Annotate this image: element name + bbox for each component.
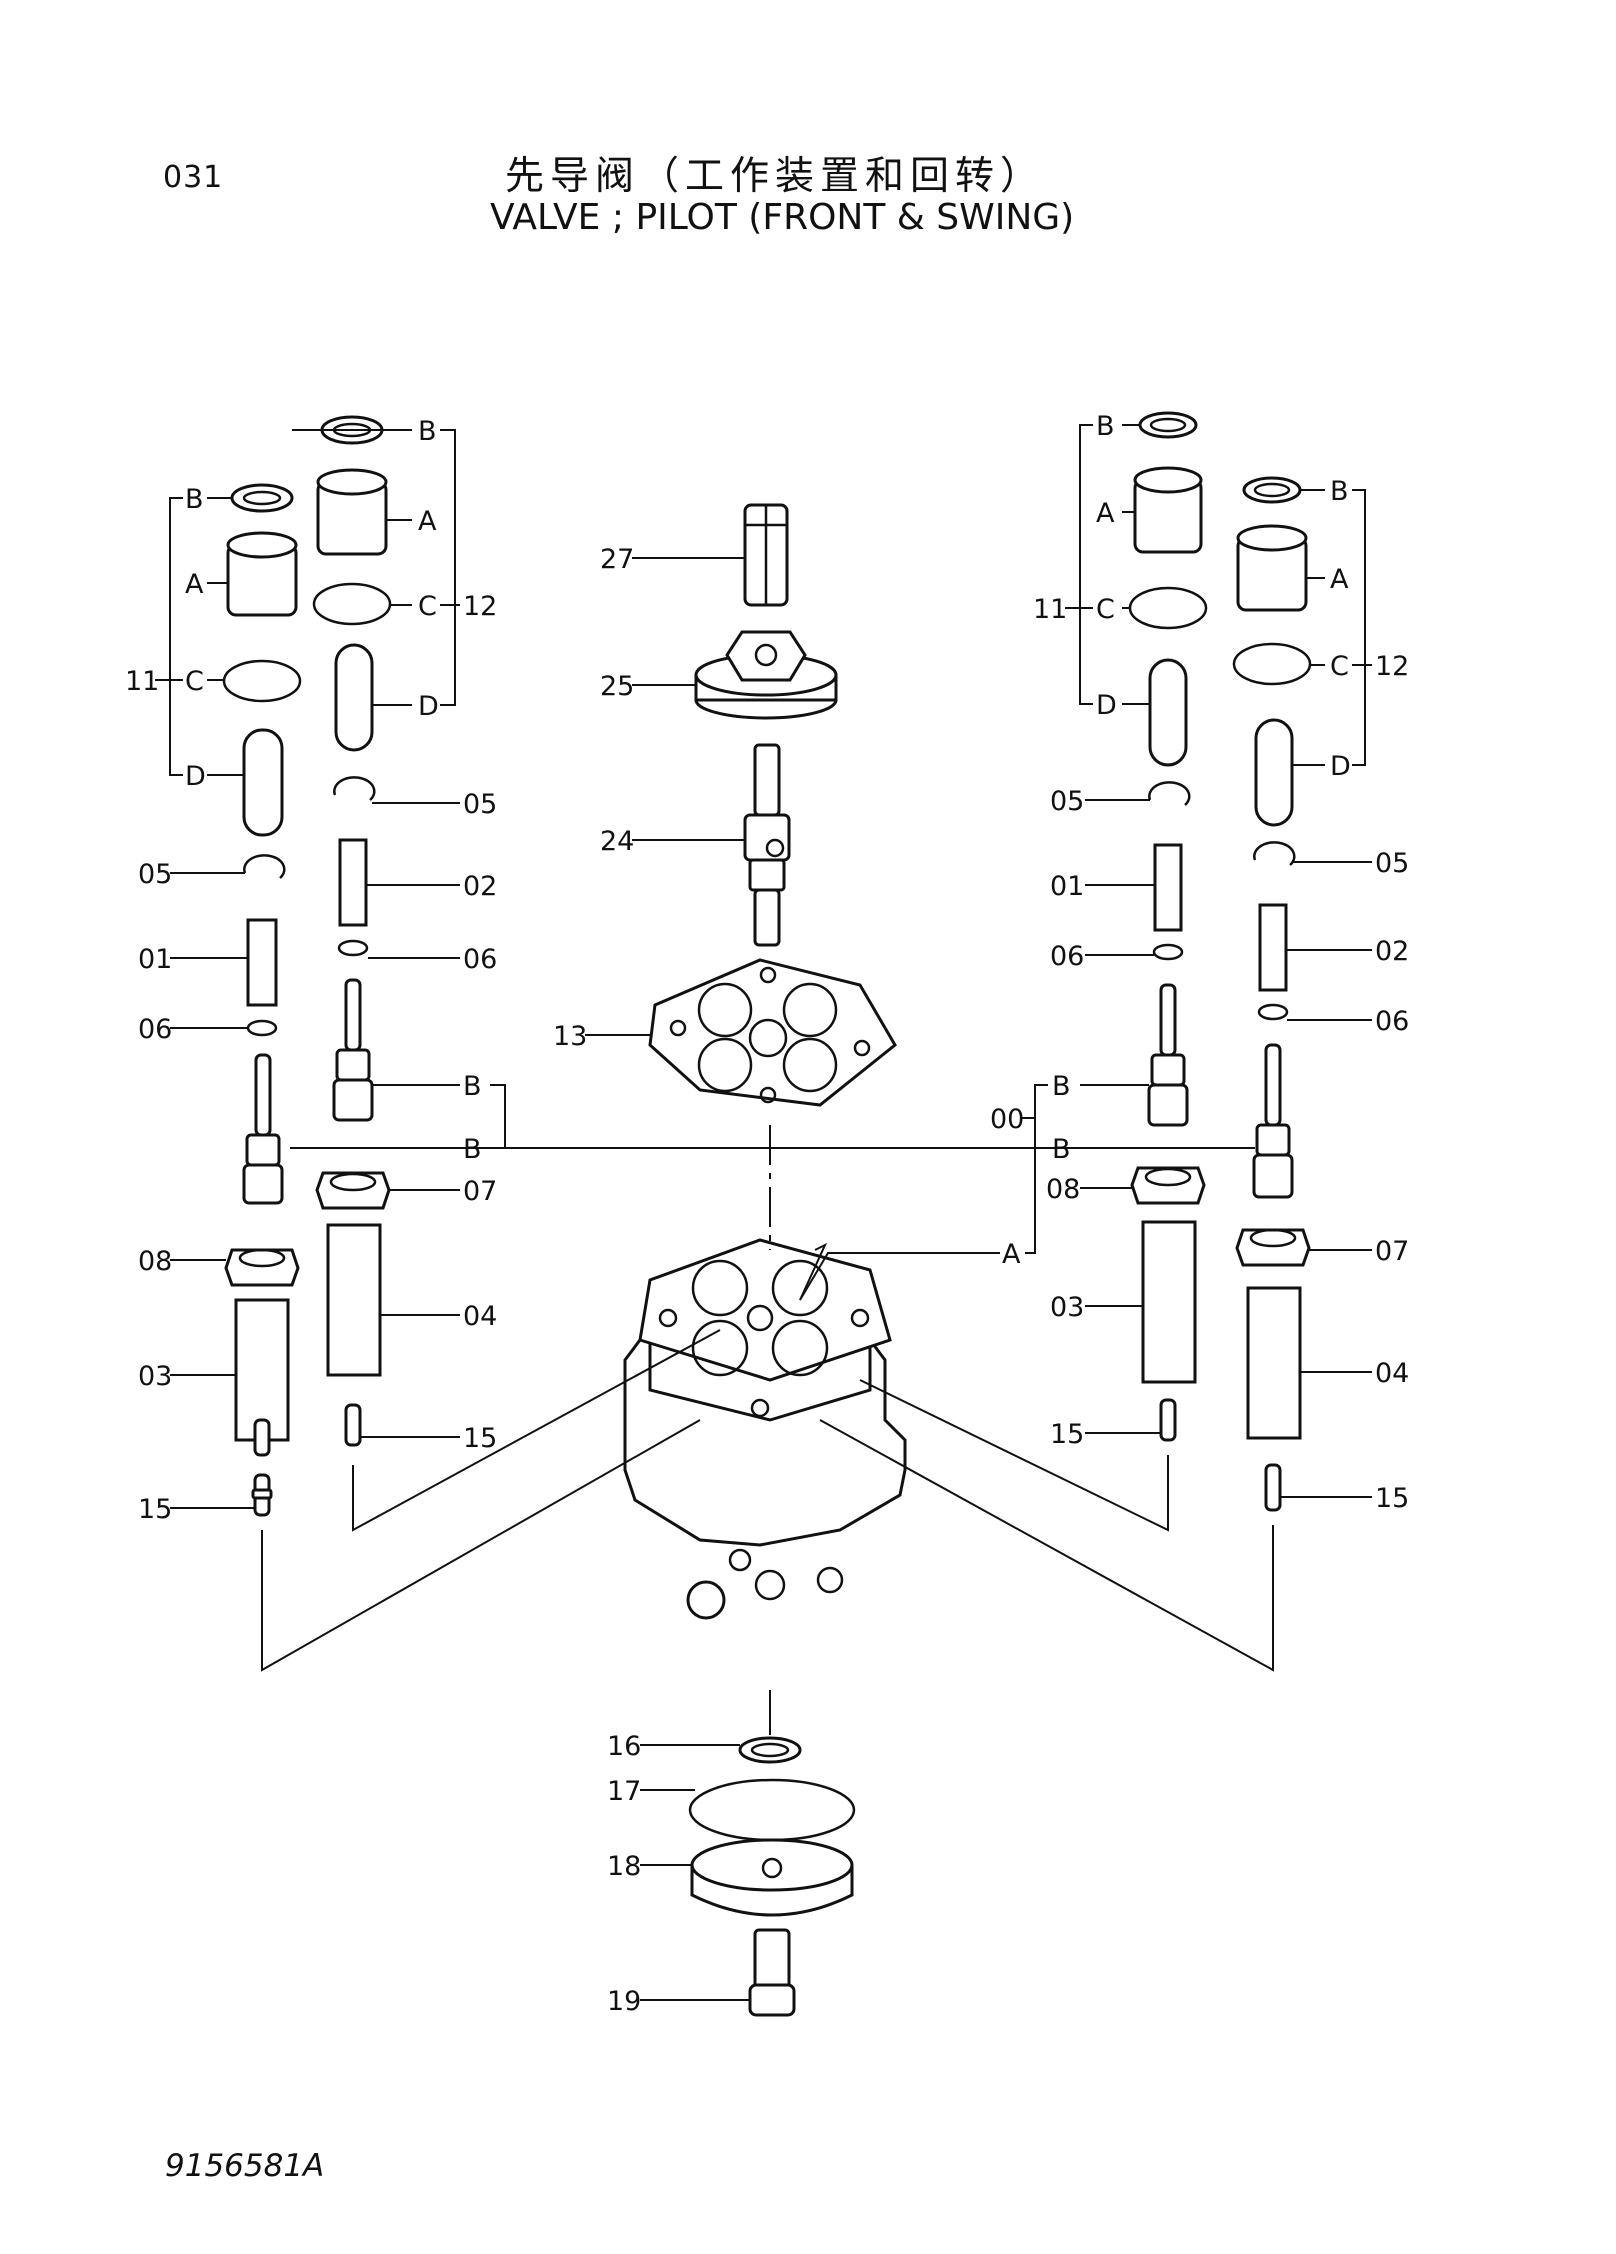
label-left-b2: B <box>463 1134 482 1165</box>
page-title-chinese: 先导阀（工作装置和回转） <box>505 154 1046 199</box>
label-center-25: 25 <box>600 671 634 702</box>
label-right-d11: D <box>1096 690 1117 721</box>
label-right-12: 12 <box>1375 651 1409 682</box>
left-inner-stack <box>312 415 392 1447</box>
label-right-06b: 06 <box>1375 1006 1409 1037</box>
label-right-11: 11 <box>1033 594 1067 625</box>
label-right-07: 07 <box>1375 1236 1409 1267</box>
label-right-05a: 05 <box>1050 786 1084 817</box>
label-right-04: 04 <box>1375 1358 1409 1389</box>
left-outer-stack <box>222 483 302 1517</box>
snap-ring-left-outer <box>243 854 286 879</box>
label-left-a-top: A <box>418 506 437 537</box>
right-outer-stack <box>1232 476 1312 1512</box>
right-inner-stack <box>1128 411 1208 1442</box>
label-right-02: 02 <box>1375 936 1409 967</box>
callout-labels: B A C D 12 B A C D 11 05 02 <box>125 411 1409 2017</box>
part-24-joint-shaft <box>743 743 791 947</box>
part-27-hex-coupling <box>743 503 789 607</box>
label-left-05a: 05 <box>463 789 497 820</box>
label-center-18: 18 <box>607 1851 641 1882</box>
label-left-c11: C <box>185 666 204 697</box>
label-right-06a: 06 <box>1050 941 1084 972</box>
part-25-disc-plate <box>694 630 838 720</box>
label-right-c11: C <box>1096 594 1115 625</box>
label-center-16: 16 <box>607 1731 641 1762</box>
label-left-d11: D <box>185 761 206 792</box>
label-right-b2: B <box>1052 1134 1071 1165</box>
label-right-01: 01 <box>1050 871 1084 902</box>
page-number: 031 <box>163 160 224 195</box>
label-right-b12: B <box>1330 476 1349 507</box>
label-right-c12: C <box>1330 651 1349 682</box>
o-ring-left-outer <box>222 659 302 703</box>
valve-body-housing <box>623 1238 907 1620</box>
label-center-19: 19 <box>607 1986 641 2017</box>
label-left-a11: A <box>185 569 204 600</box>
label-left-06a: 06 <box>463 944 497 975</box>
label-center-17: 17 <box>607 1776 641 1807</box>
label-left-05b: 05 <box>138 859 172 890</box>
label-left-07: 07 <box>463 1176 497 1207</box>
label-left-04: 04 <box>463 1301 497 1332</box>
label-right-15b: 15 <box>1375 1483 1409 1514</box>
page-title-english: VALVE ; PILOT (FRONT & SWING) <box>490 197 1075 238</box>
part-17-o-ring <box>688 1778 856 1842</box>
drawing-number: 9156581A <box>165 2148 325 2184</box>
label-left-03: 03 <box>138 1361 172 1392</box>
label-left-15b: 15 <box>138 1494 172 1525</box>
label-right-a: A <box>1002 1239 1021 1270</box>
part-16-seal-ring <box>738 1736 802 1764</box>
label-left-12: 12 <box>463 591 497 622</box>
label-left-b-top: B <box>418 416 437 447</box>
label-center-24: 24 <box>600 826 634 857</box>
label-left-d12: D <box>418 691 439 722</box>
label-right-b11: B <box>1096 411 1115 442</box>
label-right-d12: D <box>1330 751 1351 782</box>
label-left-02: 02 <box>463 871 497 902</box>
label-left-c12: C <box>418 591 437 622</box>
label-right-a12: A <box>1330 564 1349 595</box>
label-left-08: 08 <box>138 1246 172 1277</box>
part-18-bottom-cover <box>690 1838 854 1917</box>
label-left-11: 11 <box>125 666 159 697</box>
label-right-08: 08 <box>1046 1174 1080 1205</box>
label-right-05b: 05 <box>1375 848 1409 879</box>
label-left-01: 01 <box>138 944 172 975</box>
part-13-valve-plate <box>648 958 897 1107</box>
label-center-13: 13 <box>553 1021 587 1052</box>
label-left-15a: 15 <box>463 1423 497 1454</box>
assembly-guide-lines <box>261 1147 1274 1672</box>
label-right-a11: A <box>1096 498 1115 529</box>
label-left-b1: B <box>463 1071 482 1102</box>
label-left-06b: 06 <box>138 1014 172 1045</box>
label-right-03: 03 <box>1050 1292 1084 1323</box>
label-left-b11: B <box>185 484 204 515</box>
center-column <box>623 503 907 2017</box>
label-right-15a: 15 <box>1050 1419 1084 1450</box>
label-right-b1: B <box>1052 1071 1071 1102</box>
part-19-bolt <box>748 1928 796 2017</box>
label-right-00: 00 <box>990 1104 1024 1135</box>
label-center-27: 27 <box>600 544 634 575</box>
